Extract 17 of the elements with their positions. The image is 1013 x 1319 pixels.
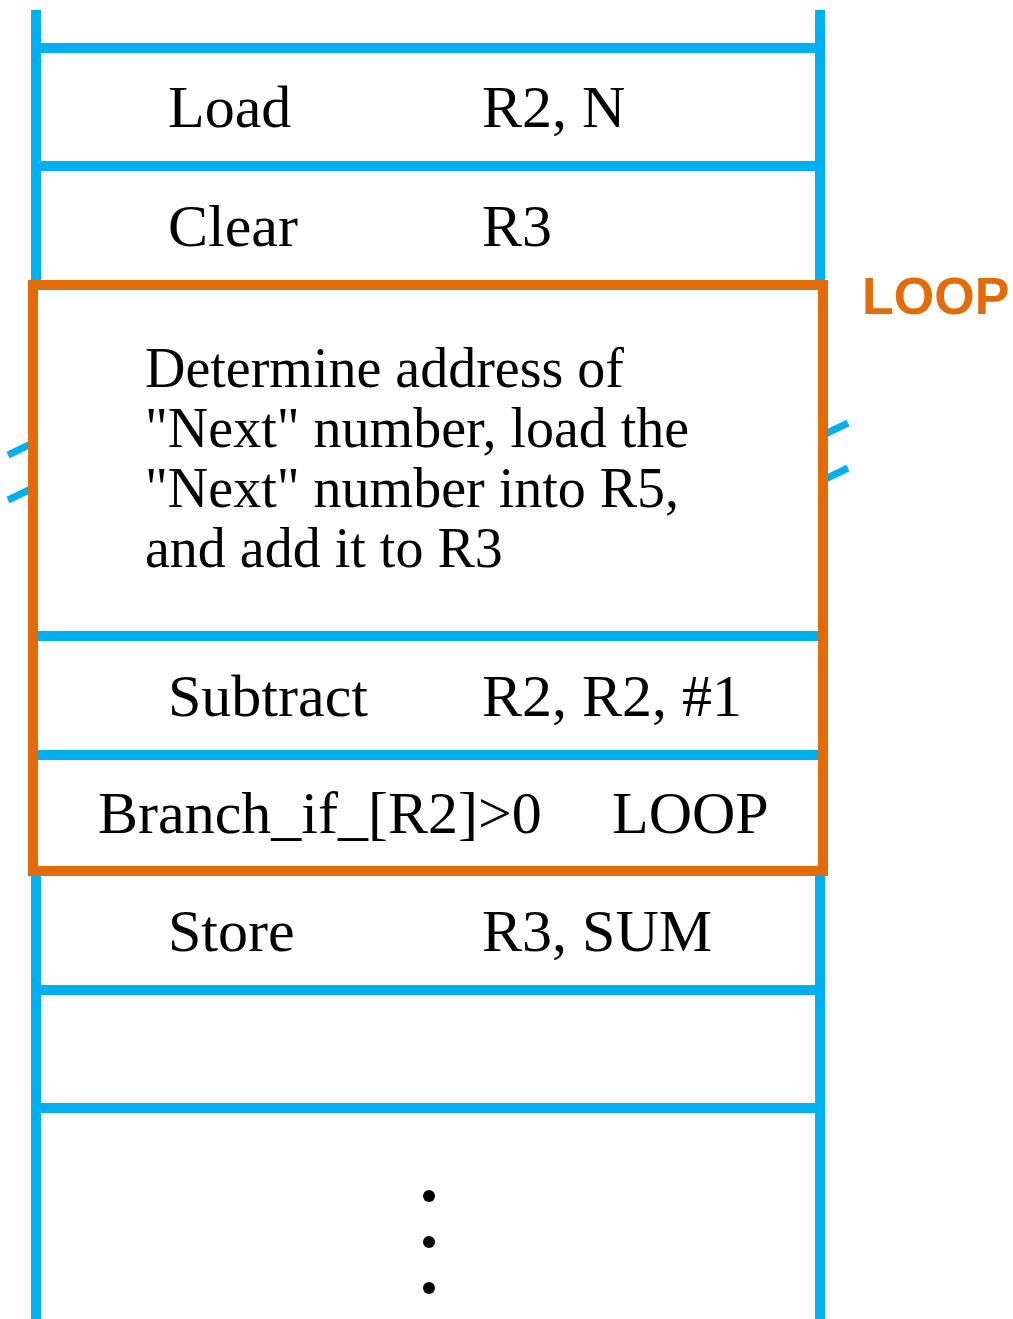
memory-cell bbox=[31, 161, 825, 280]
instruction-mnemonic: Load bbox=[168, 77, 292, 137]
memory-cell bbox=[31, 876, 825, 985]
memory-cell bbox=[31, 43, 825, 161]
instruction-operands: LOOP bbox=[612, 783, 769, 843]
empty-memory-cell bbox=[31, 1103, 825, 1319]
empty-memory-cell bbox=[31, 985, 825, 1103]
instruction-operands: R3, SUM bbox=[482, 900, 713, 961]
instruction-operands: R3 bbox=[482, 195, 553, 256]
instruction-description: Determine address of "Next" number, load the "Next" number into R5, and add it to R3 bbox=[145, 338, 691, 578]
instruction-operands: R2, R2, #1 bbox=[482, 665, 743, 726]
loop-label: LOOP bbox=[862, 268, 1010, 324]
instruction-mnemonic: Store bbox=[168, 900, 295, 961]
instruction-mnemonic: Branch_if_[R2]>0 bbox=[98, 783, 542, 843]
instruction-operands: R2, N bbox=[482, 77, 626, 137]
instruction-mnemonic: Subtract bbox=[168, 665, 368, 726]
instruction-mnemonic: Clear bbox=[168, 195, 298, 256]
